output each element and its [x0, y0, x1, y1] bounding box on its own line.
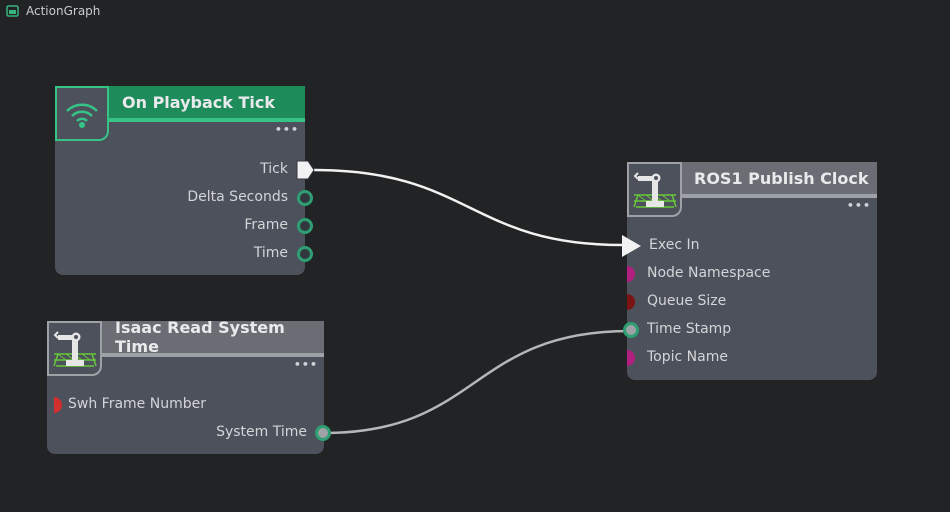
pin-label-system-time: System Time — [216, 424, 307, 440]
pin-label-queue-size: Queue Size — [647, 293, 727, 309]
port-tick-exec-out[interactable] — [296, 160, 316, 180]
pin-label-tick: Tick — [260, 161, 288, 177]
edge-tick-to-exec-in[interactable] — [313, 168, 623, 247]
node-icon-frame — [55, 86, 109, 141]
pin-label-frame: Frame — [244, 217, 288, 233]
port-delta-seconds[interactable] — [297, 190, 313, 206]
pin-label-delta-seconds: Delta Seconds — [187, 189, 288, 205]
graph-tab[interactable]: ActionGraph — [6, 3, 100, 19]
node-menu-button[interactable]: ••• — [846, 199, 871, 212]
robot-arm-icon — [52, 330, 97, 367]
node-header-line — [55, 118, 305, 122]
pin-label-time-stamp: Time Stamp — [647, 321, 732, 337]
robot-arm-icon — [632, 171, 677, 208]
node-ros1-publish-clock[interactable]: ROS1 Publish Clock ••• Exec In Node Name… — [627, 162, 877, 380]
edge-system-time-to-time-stamp[interactable] — [323, 329, 631, 435]
node-icon-frame — [47, 321, 102, 376]
node-title: On Playback Tick — [122, 92, 275, 112]
node-icon-frame — [627, 162, 682, 217]
port-frame[interactable] — [297, 218, 313, 234]
node-header-line — [47, 353, 324, 357]
graph-tab-label: ActionGraph — [26, 4, 101, 18]
node-menu-button[interactable]: ••• — [274, 123, 299, 136]
node-title: Isaac Read System Time — [115, 318, 285, 356]
port-topic-name[interactable] — [627, 350, 635, 366]
port-time-stamp[interactable] — [623, 322, 639, 338]
pin-label-swh-frame-number: Swh Frame Number — [68, 396, 206, 412]
wifi-icon — [66, 103, 98, 128]
port-exec-in[interactable] — [621, 234, 643, 258]
port-time[interactable] — [297, 246, 313, 262]
port-node-namespace[interactable] — [627, 266, 635, 282]
port-system-time[interactable] — [315, 425, 331, 441]
graph-icon — [6, 5, 19, 17]
node-menu-button[interactable]: ••• — [293, 358, 318, 371]
node-isaac-read-system-time[interactable]: Isaac Read System Time ••• Swh Frame Num… — [47, 318, 324, 454]
node-title: ROS1 Publish Clock — [694, 168, 869, 188]
pin-label-exec-in: Exec In — [649, 237, 700, 253]
pin-label-time: Time — [253, 245, 288, 261]
port-queue-size[interactable] — [627, 294, 635, 310]
port-swh-frame-number[interactable] — [54, 397, 62, 413]
node-on-playback-tick[interactable]: On Playback Tick ••• Tick Delta Seconds … — [55, 86, 305, 275]
pin-label-topic-name: Topic Name — [647, 349, 728, 365]
node-header-line — [627, 194, 877, 198]
pin-label-node-namespace: Node Namespace — [647, 265, 771, 281]
